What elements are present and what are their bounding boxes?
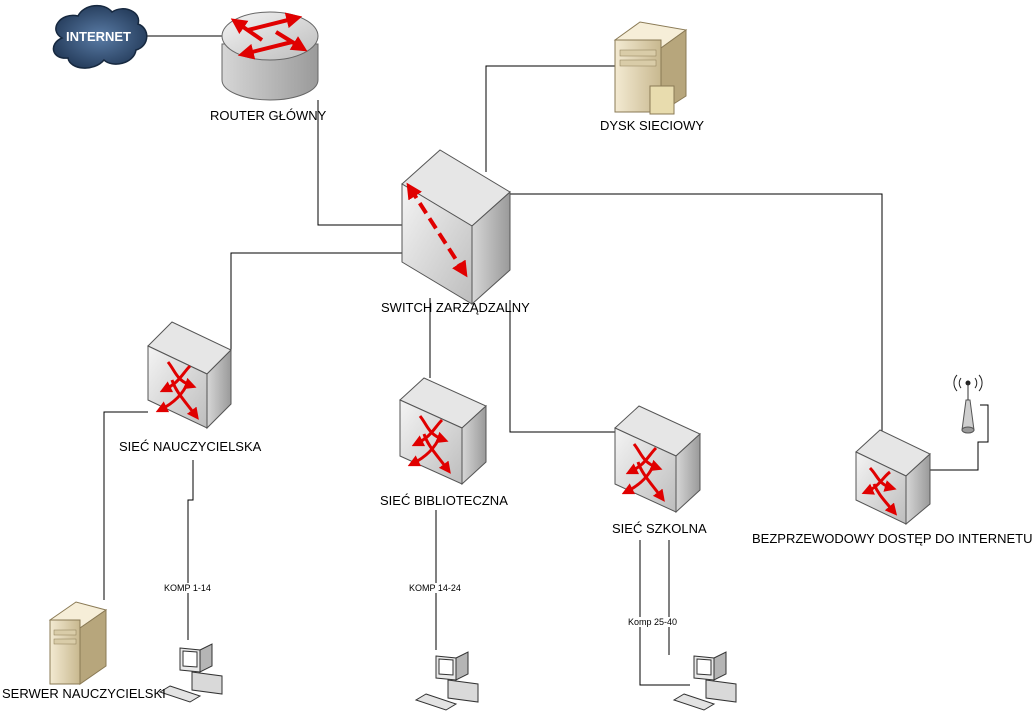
- internet-cloud-icon: [52, 4, 148, 69]
- link-school-pcs-a: [639, 540, 690, 686]
- link-teacher-server: [103, 411, 148, 600]
- library-pcs-label: KOMP 14-24: [409, 583, 461, 593]
- managed-switch-icon: [401, 149, 511, 306]
- internet-label: INTERNET: [66, 29, 131, 44]
- wireless-switch-icon: [855, 429, 931, 526]
- managed-switch-label: SWITCH ZARZĄDZALNY: [381, 300, 530, 315]
- link-wireless-antenna: [928, 404, 989, 471]
- teacher-network-label: SIEĆ NAUCZYCIELSKA: [119, 439, 262, 454]
- workstation-icon-library: [414, 651, 479, 711]
- antenna-icon: [953, 374, 983, 434]
- router-icon: [221, 11, 319, 101]
- link-switch-school: [509, 300, 615, 433]
- school-pcs-label: Komp 25-40: [628, 617, 678, 627]
- link-switch-teacher: [230, 252, 402, 350]
- network-disk-label: DYSK SIECIOWY: [600, 118, 705, 133]
- workstation-icon-teacher: [158, 643, 223, 703]
- wireless-access-label: BEZPRZEWODOWY DOSTĘP DO INTERNETU: [752, 531, 1033, 546]
- library-switch-icon: [399, 377, 487, 486]
- school-switch-icon: [614, 405, 701, 514]
- school-network-label: SIEĆ SZKOLNA: [612, 521, 707, 536]
- teacher-pcs-label: KOMP 1-14: [164, 583, 211, 593]
- workstation-icon-school: [672, 651, 737, 711]
- link-teacher-pcs: [187, 460, 194, 640]
- connection-lines: [103, 35, 989, 686]
- teacher-server-icon: [48, 601, 108, 685]
- link-nas-switch: [485, 65, 615, 172]
- network-disk-icon: [613, 21, 688, 115]
- link-router-switch: [317, 100, 402, 226]
- library-network-label: SIEĆ BIBLIOTECZNA: [380, 493, 508, 508]
- teacher-switch-icon: [147, 321, 232, 430]
- teacher-server-label: SERWER NAUCZYCIELSKI: [2, 686, 166, 701]
- router-label: ROUTER GŁÓWNY: [210, 108, 327, 123]
- link-switch-wireless: [508, 193, 883, 432]
